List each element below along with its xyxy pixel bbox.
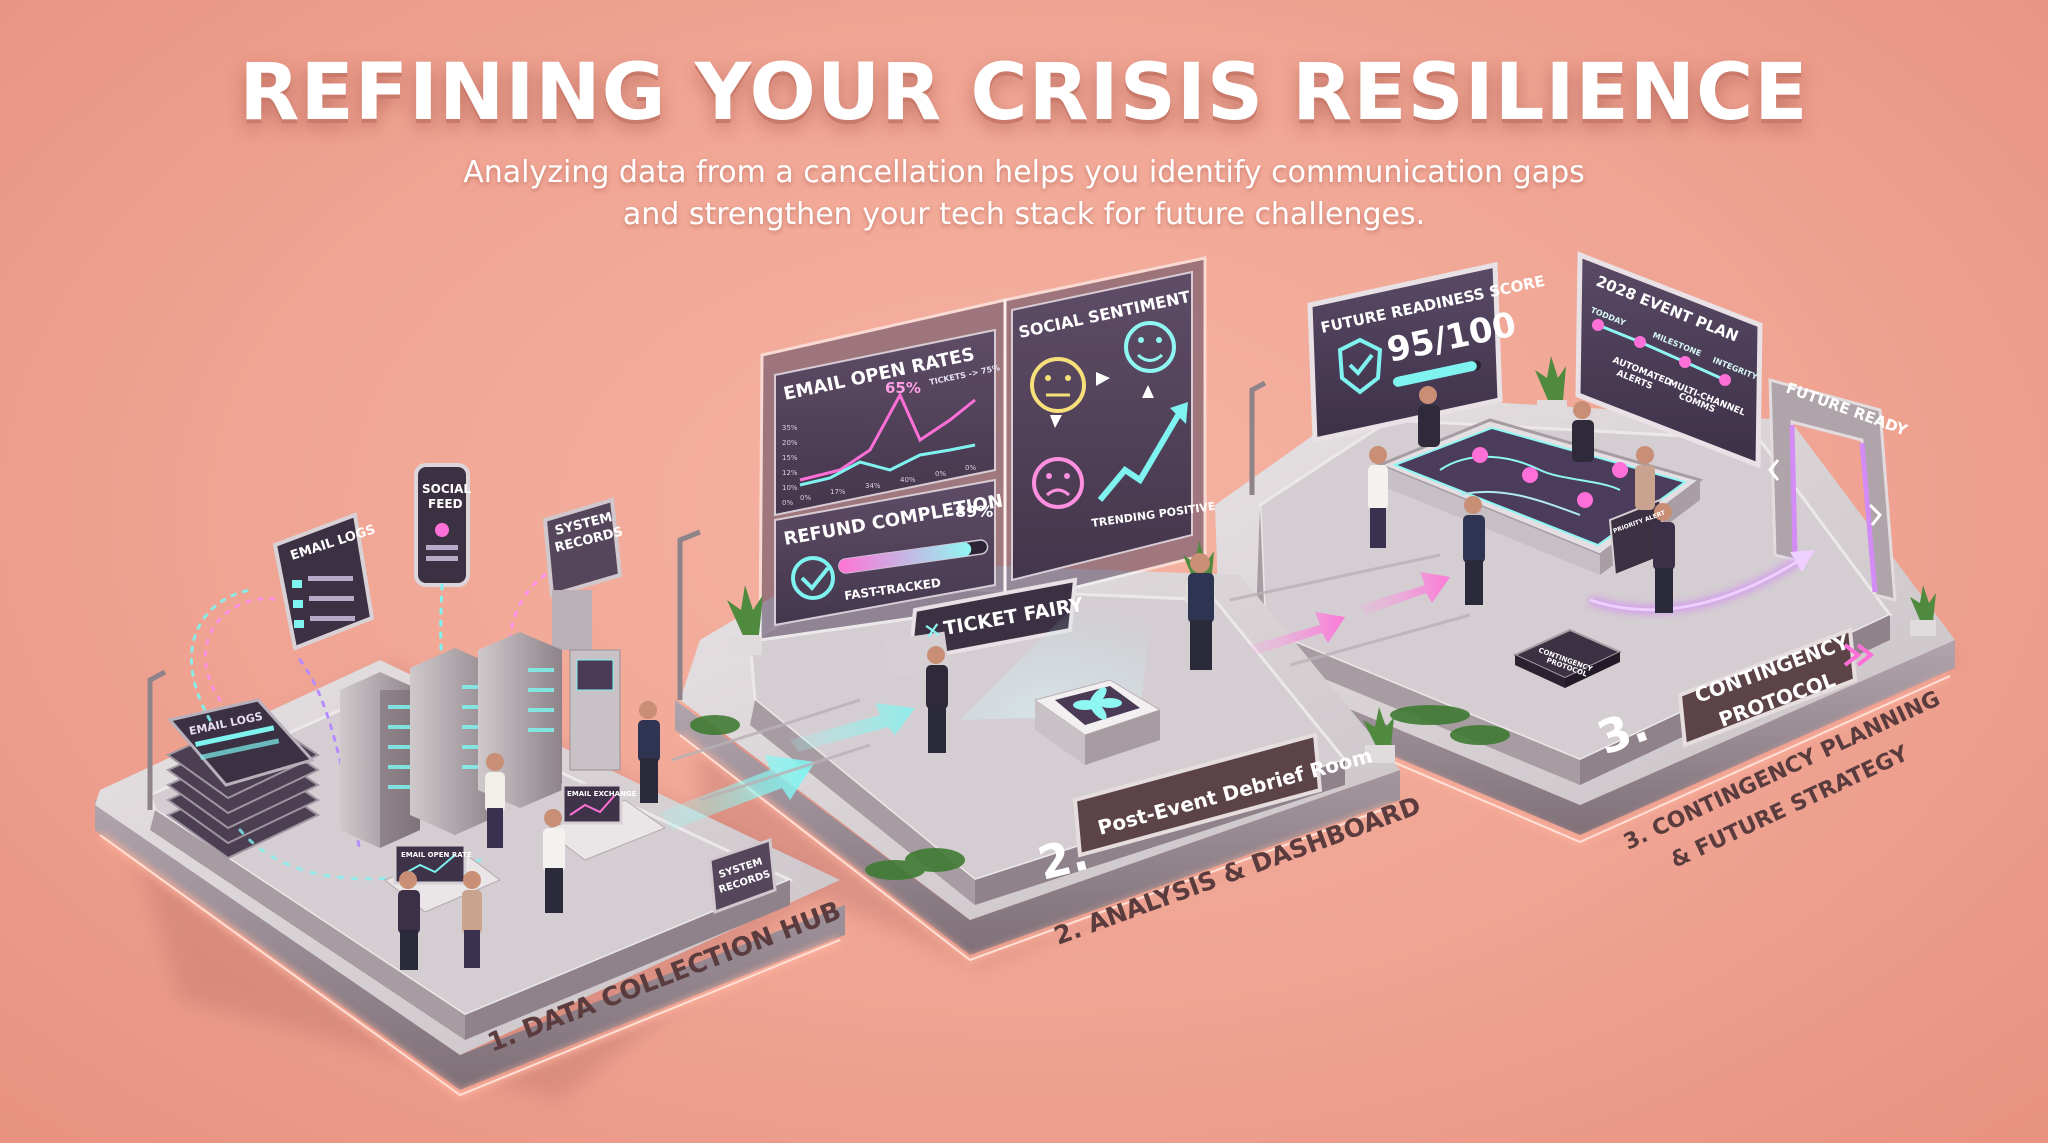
refund-progress-fill — [838, 542, 972, 573]
subtitle-line1: Analyzing data from a cancellation helps… — [463, 155, 1585, 190]
social-feed-label-line1: SOCIAL — [422, 482, 471, 496]
email-y-tick: 12% — [782, 469, 798, 477]
social-feed-label-line2: FEED — [428, 497, 463, 511]
future-ready-arch — [1768, 378, 1897, 602]
plants — [690, 356, 1936, 880]
future-path — [1589, 558, 1801, 612]
ticket-fairy-logo-icon: ✕ — [922, 618, 944, 646]
email-y-tick: 10% — [782, 484, 798, 492]
arrow-stage1-to-stage2 — [660, 698, 915, 830]
email-x-tick: 0% — [965, 464, 976, 472]
email-y-tick: 15% — [782, 454, 798, 462]
people-stage2 — [926, 553, 1214, 753]
email-x-tick: 17% — [830, 488, 846, 496]
chevron-right-icon — [1856, 643, 1875, 667]
email-y-tick: 20% — [782, 439, 798, 447]
email-y-tick: 35% — [782, 424, 798, 432]
email-open-rate-monitor-label: EMAIL OPEN RATE — [401, 851, 472, 859]
readiness-progress-fill — [1392, 361, 1477, 387]
contingency-chip — [1512, 628, 1623, 688]
email-x-tick: 0% — [800, 494, 811, 502]
page-title: REFINING YOUR CRISIS RESILIENCE — [239, 48, 1809, 138]
arrow-stage2-to-stage3 — [1229, 553, 1471, 667]
social-feed-phone — [414, 463, 470, 587]
email-peak-value: 65% — [885, 379, 921, 397]
readiness-billboard — [1307, 261, 1503, 444]
email-exchange-monitor-label: EMAIL EXCHANGE — [567, 790, 637, 798]
refund-completion-value: 89% — [955, 502, 993, 521]
email-logs-tablet — [272, 512, 375, 651]
map-table — [1376, 418, 1704, 577]
people-stage1 — [398, 701, 660, 970]
email-x-tick: 34% — [865, 482, 881, 490]
people-stage3 — [1368, 386, 1675, 613]
event-plan-billboard — [1575, 251, 1763, 469]
page-subtitle: Analyzing data from a cancellation helps… — [0, 152, 2048, 236]
email-x-tick: 40% — [900, 476, 916, 484]
email-logs-stack — [165, 698, 321, 860]
future-path-arrowhead — [1790, 550, 1815, 572]
email-y-tick: 0% — [782, 499, 793, 507]
hologram-projector — [960, 600, 1162, 765]
email-x-tick: 0% — [935, 470, 946, 478]
contingency-protocol-panel — [1677, 627, 1858, 748]
server-racks — [340, 632, 562, 848]
subtitle-line2: and strengthen your tech stack for futur… — [622, 197, 1426, 232]
system-records-kiosk — [542, 497, 623, 771]
lamp-posts — [147, 380, 1267, 810]
chevron-right-icon — [1843, 643, 1862, 667]
debrief-room-sign — [1072, 732, 1323, 858]
